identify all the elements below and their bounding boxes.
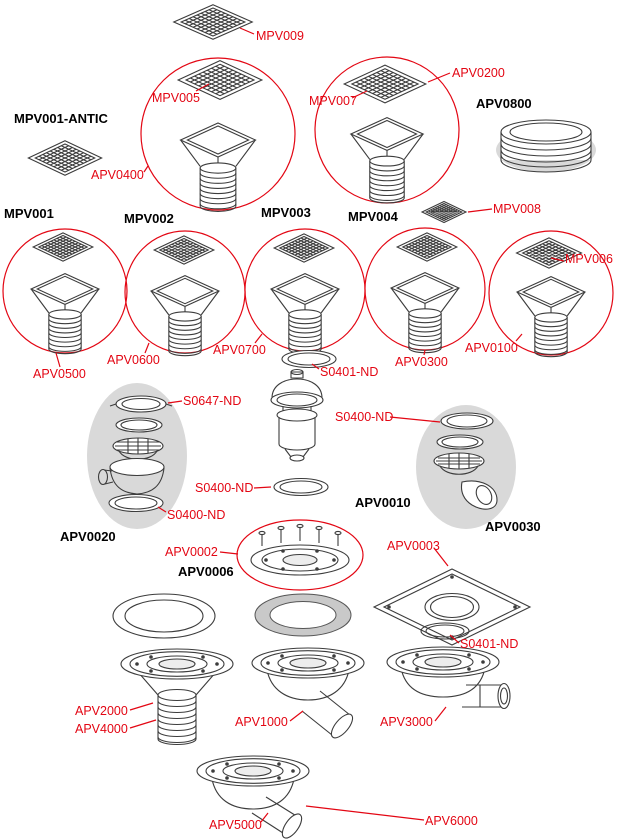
apv0300-body-drawing	[390, 272, 460, 354]
apv0020-assembly	[87, 383, 187, 529]
label-mpv001-antic: MPV001-ANTIC	[14, 111, 108, 126]
apv0200-body-drawing	[350, 117, 424, 204]
mpv001-grate-drawing	[32, 232, 94, 262]
label-s0400-nd-c: S0400-ND	[167, 508, 226, 522]
apv5000-drain-drawing	[196, 755, 310, 839]
label-mpv004: MPV004	[348, 209, 398, 224]
label-apv0800: APV0800	[476, 96, 532, 111]
apv0030-assembly	[416, 405, 516, 529]
label-apv0010: APV0010	[355, 495, 411, 510]
label-apv5000: APV5000	[209, 818, 262, 832]
label-apv1000: APV1000	[235, 715, 288, 729]
apv0500-body-drawing	[30, 273, 100, 355]
mpv008-grate-drawing	[421, 201, 467, 223]
label-mpv001: MPV001	[4, 206, 54, 221]
apv0002-flange-assembly	[236, 519, 364, 591]
label-apv0030: APV0030	[485, 519, 541, 534]
label-apv6000: APV6000	[425, 814, 478, 828]
label-s0401-nd-a: S0401-ND	[320, 365, 379, 379]
label-apv4000: APV4000	[75, 722, 128, 736]
mpv009-grate-drawing	[173, 4, 253, 40]
label-mpv003: MPV003	[261, 205, 311, 220]
label-apv0200: APV0200	[452, 66, 505, 80]
mpv006-assembly-circle	[488, 230, 614, 356]
label-apv0700: APV0700	[213, 343, 266, 357]
mpv002-grate-drawing	[153, 235, 215, 265]
label-apv0002: APV0002	[165, 545, 218, 559]
apv2000-drain-drawing	[120, 648, 234, 746]
s0401-gasket-drawing	[420, 622, 470, 640]
label-apv0300: APV0300	[395, 355, 448, 369]
apv0400-body-drawing	[180, 122, 256, 212]
label-mpv002: MPV002	[124, 211, 174, 226]
mpv004-grate-drawing	[396, 232, 458, 262]
label-apv0400: APV0400	[91, 168, 144, 182]
apv1000-drain-drawing	[251, 647, 365, 739]
label-mpv008: MPV008	[493, 202, 541, 216]
apv0400-assembly-circle	[140, 57, 296, 211]
label-s0400-nd-a: S0400-ND	[335, 410, 394, 424]
gray-gasket-drawing	[254, 593, 352, 637]
label-apv0006: APV0006	[178, 564, 234, 579]
apv0600-body-drawing	[150, 275, 220, 357]
label-s0400-nd-b: S0400-ND	[195, 481, 254, 495]
mpv003-grate-drawing	[273, 233, 335, 263]
label-apv0003: APV0003	[387, 539, 440, 553]
label-apv0020: APV0020	[60, 529, 116, 544]
mpv001-assembly-circle	[2, 228, 128, 354]
label-mpv009: MPV009	[256, 29, 304, 43]
apv0100-body-drawing	[516, 276, 586, 358]
apv0700-body-drawing	[270, 273, 340, 355]
label-mpv006: MPV006	[565, 252, 613, 266]
apv0010-assembly	[270, 368, 329, 497]
label-apv0100: APV0100	[465, 341, 518, 355]
apv0006-ring-drawing	[112, 593, 216, 639]
apv3000-drain-drawing	[386, 646, 511, 710]
flange-screws	[258, 523, 342, 546]
label-apv0600: APV0600	[107, 353, 160, 367]
label-mpv007: MPV007	[309, 94, 357, 108]
label-apv3000: APV3000	[380, 715, 433, 729]
leader-lines	[55, 27, 565, 823]
label-s0647-nd: S0647-ND	[183, 394, 242, 408]
label-apv2000: APV2000	[75, 704, 128, 718]
label-s0401-nd-b: S0401-ND	[460, 637, 519, 651]
label-mpv005: MPV005	[152, 91, 200, 105]
apv0003-plate-drawing	[372, 568, 532, 646]
label-apv0500: APV0500	[33, 367, 86, 381]
